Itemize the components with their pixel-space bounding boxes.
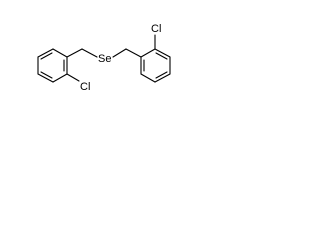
bond [140,48,156,58]
double-bond-inner [40,52,53,60]
bond [52,73,68,83]
structure-drawing: Cl Se Cl [37,23,171,93]
chlorine-top-label: Cl [151,23,161,35]
bond [154,48,171,58]
right-benzene-ring [140,48,171,83]
double-bond-inner [155,71,168,79]
bond-ch2-to-se-left [81,48,98,58]
bond-to-chlorine-bottom [66,73,80,82]
bond-ch2-to-ring-right [125,48,142,58]
bond [52,48,68,58]
bond [154,73,171,83]
double-bond-inner [40,71,53,79]
bond-se-to-ch2-right [112,48,127,58]
bond [37,73,54,83]
bond [37,48,54,58]
double-bond-inner [155,52,168,60]
selenium-label: Se [98,53,111,65]
structure-canvas: Cl Se Cl [0,0,225,113]
bond-ring-to-ch2-left [66,48,83,58]
left-benzene-ring [37,48,68,83]
chlorine-bottom-label: Cl [80,81,90,93]
bond [140,73,156,83]
